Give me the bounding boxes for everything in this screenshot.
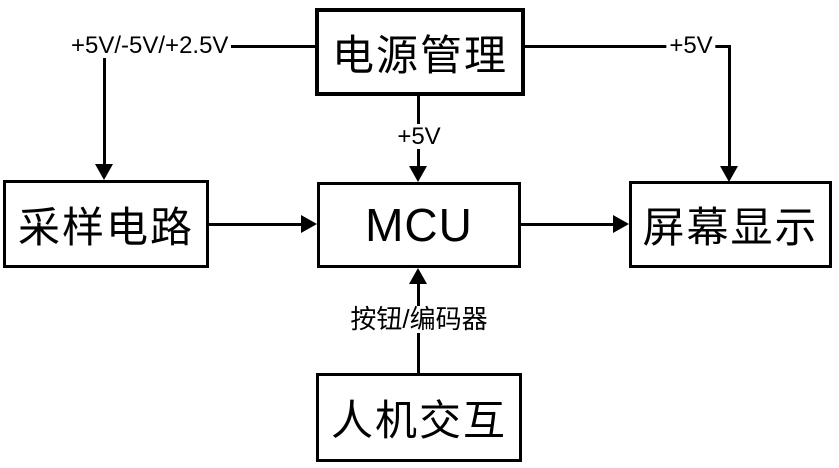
edge-power-to-sampling-arrowhead: [95, 164, 113, 180]
edge-power-to-sampling-vline: [103, 58, 106, 166]
edge-power-to-sampling-hline: [216, 45, 317, 48]
edge-sampling-to-mcu-line: [209, 223, 303, 226]
edge-sampling-to-mcu-arrowhead: [301, 215, 317, 233]
node-screen-display: 屏幕显示: [629, 181, 832, 268]
node-power-management: 电源管理: [315, 8, 525, 96]
node-sampling-circuit: 采样电路: [3, 180, 209, 268]
edge-power-to-display-vline: [728, 45, 731, 168]
node-mcu: MCU: [317, 182, 521, 268]
edge-label-power-to-display: +5V: [666, 33, 716, 58]
edge-mcu-to-display-line: [521, 223, 615, 226]
edge-label-power-to-sampling: +5V/-5V/+2.5V: [68, 33, 232, 58]
edge-label-power-to-mcu: +5V: [394, 124, 444, 149]
edge-power-to-display-arrowhead: [720, 166, 738, 182]
edge-mcu-to-display-arrowhead: [613, 215, 629, 233]
edge-power-to-display-hline: [525, 45, 731, 48]
node-human-machine-interaction: 人机交互: [316, 373, 522, 462]
edge-label-hmi-to-mcu: 按钮/编码器: [347, 305, 491, 334]
edge-power-to-mcu-arrowhead: [409, 166, 427, 182]
edge-hmi-to-mcu-arrowhead: [409, 268, 427, 284]
